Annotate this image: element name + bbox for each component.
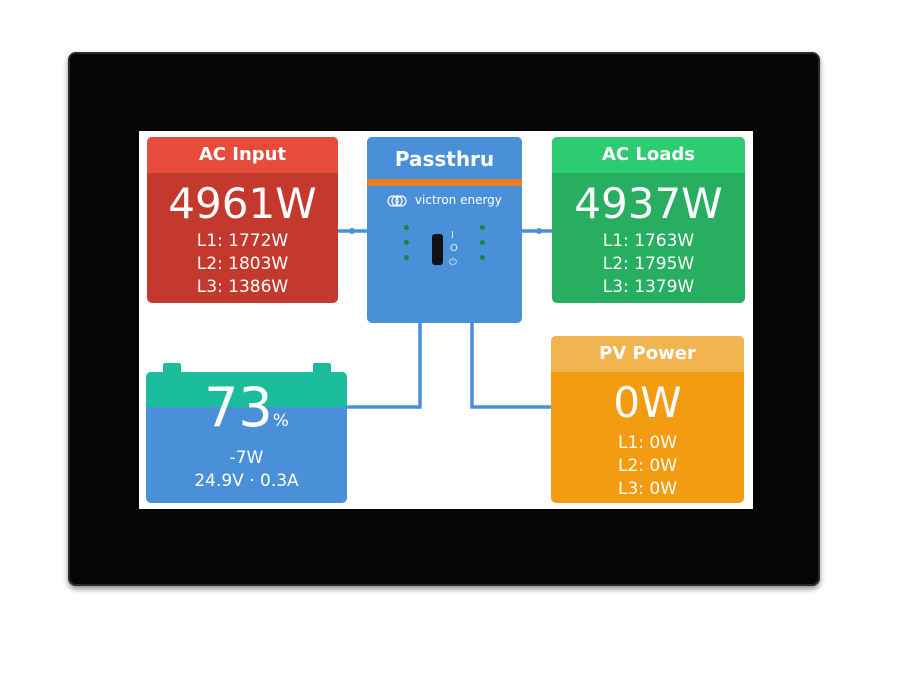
battery-level-indicator [146, 372, 347, 407]
battery-voltage-current: 24.9V · 0.3A [194, 471, 299, 491]
battery-terminal [313, 363, 331, 372]
switch-standby-icon: O [450, 243, 458, 254]
power-icon: ⏻ [449, 257, 457, 268]
ac-input-title: AC Input [147, 137, 338, 173]
inverter-state: Passthru [367, 137, 522, 179]
status-led [404, 225, 409, 230]
battery-soc-unit: % [272, 411, 289, 431]
victron-logo-icon [387, 194, 407, 207]
ac-loads-l1: L1: 1763W [602, 231, 695, 251]
ac-input-tile[interactable]: AC Input 4961W L1: 1772W L2: 1803W L3: 1… [147, 137, 338, 303]
inverter-stripe [367, 179, 522, 186]
screen: AC Input 4961W L1: 1772W L2: 1803W L3: 1… [139, 131, 753, 509]
ac-input-power: 4961W [168, 179, 317, 228]
ac-loads-power: 4937W [574, 179, 723, 228]
pv-power-value: 0W [613, 378, 682, 427]
battery-power: -7W [229, 448, 264, 468]
pv-l3: L3: 0W [617, 479, 678, 499]
pv-power-tile[interactable]: PV Power 0W L1: 0W L2: 0W L3: 0W [551, 336, 744, 503]
ac-input-l2: L2: 1803W [196, 254, 289, 274]
status-led [480, 240, 485, 245]
battery-terminal [163, 363, 181, 372]
pv-power-title: PV Power [551, 336, 744, 372]
status-led [480, 225, 485, 230]
pv-l1: L1: 0W [617, 433, 678, 453]
status-led [480, 255, 485, 260]
pv-l2: L2: 0W [617, 456, 678, 476]
ac-loads-tile[interactable]: AC Loads 4937W L1: 1763W L2: 1795W L3: 1… [552, 137, 745, 303]
battery-soc-value: 73 [204, 376, 273, 439]
brand-label: victron energy [367, 189, 522, 211]
ac-loads-l3: L3: 1379W [602, 277, 695, 297]
status-led [404, 255, 409, 260]
brand-text: victron energy [414, 193, 502, 207]
ac-loads-title: AC Loads [552, 137, 745, 173]
ac-input-l1: L1: 1772W [196, 231, 289, 251]
inverter-switch[interactable] [432, 234, 443, 265]
switch-on-icon: I [451, 230, 454, 241]
battery-soc: 73% [146, 378, 347, 451]
ac-loads-l2: L2: 1795W [602, 254, 695, 274]
ac-input-l3: L3: 1386W [196, 277, 289, 297]
inverter-tile[interactable]: Passthru victron energy I O ⏻ [367, 137, 522, 323]
battery-tile[interactable]: 73% -7W 24.9V · 0.3A [146, 372, 347, 503]
status-led [404, 240, 409, 245]
